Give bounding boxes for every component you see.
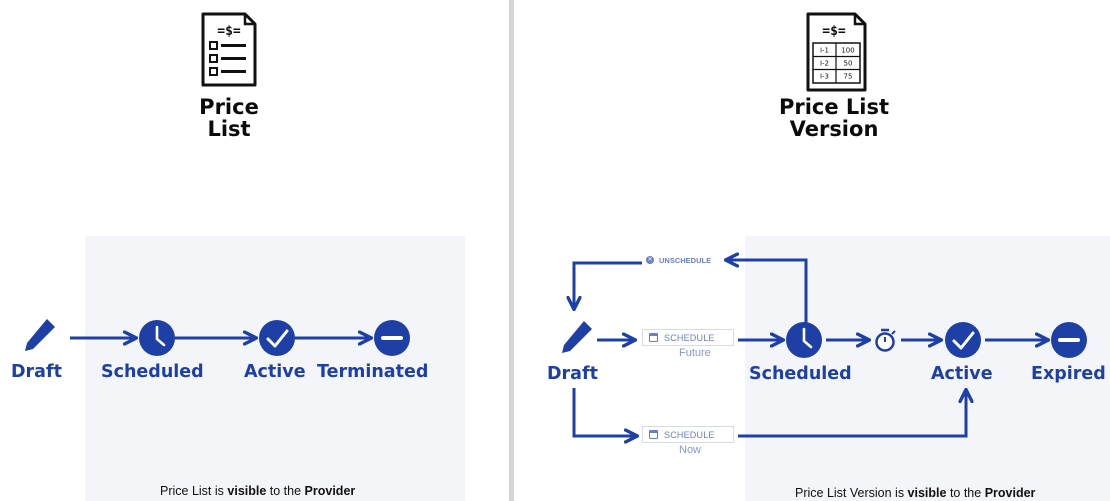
panel-divider — [509, 0, 514, 501]
check-icon — [945, 322, 981, 358]
arrow-draft-to-schedule-now — [572, 388, 636, 436]
schedule-future-label: SCHEDULE — [664, 332, 715, 343]
doc-row-value: 100 — [841, 47, 854, 55]
doc-row-item: I-1 — [820, 47, 829, 55]
svg-text:=$=: =$= — [217, 24, 241, 39]
doc-row-value: 50 — [844, 60, 853, 68]
doc-row-item: I-3 — [820, 73, 829, 81]
minus-circle-icon — [374, 320, 410, 356]
schedule-future-sub: Future — [679, 347, 711, 359]
state-label-active: Active — [931, 364, 993, 384]
state-label-scheduled: Scheduled — [101, 362, 204, 382]
stopwatch-icon — [875, 328, 896, 352]
cancel-circle-icon: ✕ — [646, 256, 654, 264]
schedule-now-button[interactable]: SCHEDULE — [642, 426, 734, 443]
svg-text:=$=: =$= — [822, 24, 846, 39]
check-icon — [259, 320, 295, 356]
doc-row-value: 75 — [844, 73, 853, 81]
state-label-expired: Expired — [1031, 364, 1106, 384]
doc-row-item: I-2 — [820, 60, 829, 68]
pencil-icon — [562, 321, 592, 353]
clock-icon — [139, 320, 175, 356]
state-label-scheduled: Scheduled — [749, 364, 852, 384]
schedule-now-label: SCHEDULE — [664, 429, 715, 440]
unschedule-label: UNSCHEDULE — [659, 255, 712, 265]
price-list-document-icon: =$= — [201, 12, 257, 87]
unschedule-button[interactable]: ✕ UNSCHEDULE — [642, 254, 716, 266]
calendar-icon — [649, 430, 658, 439]
state-label-draft: Draft — [547, 364, 598, 384]
minus-circle-icon — [1051, 322, 1087, 358]
left-visibility-note: Price List is visible to the Provider — [160, 484, 356, 498]
schedule-future-button[interactable]: SCHEDULE — [642, 329, 734, 346]
arrow-unschedule-loop — [730, 258, 808, 323]
right-visibility-note: Price List Version is visible to the Pro… — [795, 486, 1036, 500]
pencil-icon — [25, 319, 55, 351]
calendar-icon — [649, 333, 658, 342]
state-label-draft: Draft — [11, 362, 62, 382]
state-label-active: Active — [244, 362, 306, 382]
state-label-terminated: Terminated — [317, 362, 429, 382]
arrow-schedule-now-to-active — [738, 391, 966, 438]
right-flow-arrows — [574, 260, 1047, 436]
clock-icon — [786, 322, 822, 358]
left-visibility-panel — [85, 236, 465, 501]
schedule-now-sub: Now — [679, 444, 702, 456]
